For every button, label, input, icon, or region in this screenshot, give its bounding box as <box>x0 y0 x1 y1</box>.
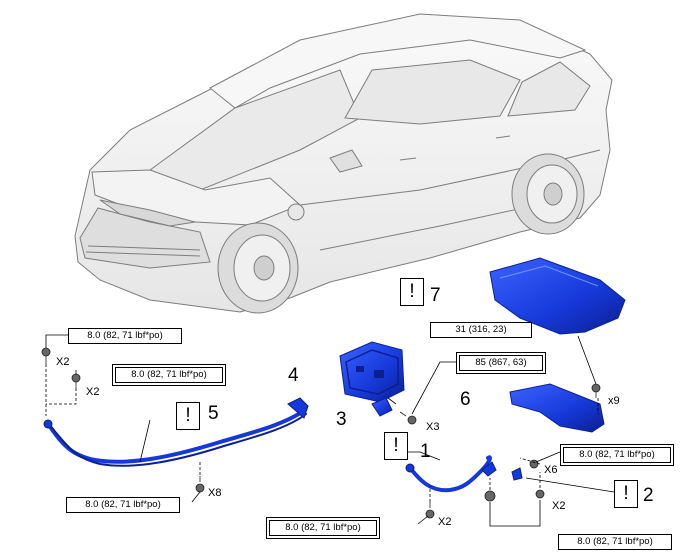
bolt-icon <box>535 489 545 499</box>
car-front-wheel <box>217 222 299 314</box>
bolts <box>41 347 601 519</box>
torque-value: 8.0 (82, 71 lbf*po) <box>85 499 161 511</box>
torque-box-6: 8.0 (82, 71 lbf*po) <box>560 444 674 466</box>
part-7-shape <box>489 257 626 335</box>
caution-icon: ! <box>400 278 424 306</box>
torque-box-5: 8.0 (82, 71 lbf*po) <box>66 497 180 513</box>
vehicle-illustration <box>74 13 613 314</box>
qty-label: X2 <box>56 356 70 368</box>
torque-value: 8.0 (82, 71 lbf*po) <box>131 369 207 381</box>
bolt-icon <box>195 476 205 493</box>
part-number-1: 1 <box>420 441 431 462</box>
car-side-window <box>344 59 521 125</box>
caution-icon: ! <box>176 402 200 430</box>
torque-value: 8.0 (82, 71 lbf*po) <box>577 536 653 548</box>
caution-icon: ! <box>614 480 638 508</box>
qty-label: X8 <box>208 487 222 499</box>
torque-box-7: 8.0 (82, 71 lbf*po) <box>266 517 380 539</box>
part-1-shape <box>405 455 497 493</box>
bolt-icon <box>71 373 81 388</box>
part-number-5: 5 <box>208 403 219 424</box>
qty-label: x9 <box>608 395 620 407</box>
torque-value: 85 (867, 63) <box>475 357 527 369</box>
torque-value: 8.0 (82, 71 lbf*po) <box>285 522 361 534</box>
part-number-3: 3 <box>336 409 347 430</box>
qty-label: X2 <box>552 500 566 512</box>
caution-icon: ! <box>384 432 408 460</box>
torque-box-1: 8.0 (82, 71 lbf*po) <box>68 328 182 344</box>
torque-box-8: 8.0 (82, 71 lbf*po) <box>558 534 672 550</box>
bolt-icon <box>591 383 601 398</box>
car-rear-window <box>507 61 591 117</box>
part-number-2: 2 <box>643 485 654 506</box>
torque-value: 8.0 (82, 71 lbf*po) <box>579 449 655 461</box>
car-roof <box>209 13 587 109</box>
part-3-shape <box>371 397 393 417</box>
qty-label: X6 <box>544 464 558 476</box>
bolt-icon <box>41 347 51 364</box>
car-rear-wheel <box>511 153 585 235</box>
leader-lines <box>45 334 615 527</box>
car-headlight <box>99 199 196 227</box>
qty-label: X3 <box>426 421 440 433</box>
bolt-icon <box>529 459 539 469</box>
torque-box-2: 8.0 (82, 71 lbf*po) <box>112 364 226 386</box>
car-mirror <box>329 149 363 173</box>
part-4-shape <box>339 341 405 403</box>
part-number-7: 7 <box>430 285 441 306</box>
part-number-6: 6 <box>460 389 471 410</box>
part-number-4: 4 <box>288 365 299 386</box>
torque-box-4: 31 (316, 23) <box>430 322 532 338</box>
part-5-shape <box>43 397 309 467</box>
part-6-shape <box>509 383 605 433</box>
torque-value: 8.0 (82, 71 lbf*po) <box>87 330 163 342</box>
bolt-icon <box>484 490 496 502</box>
part-2-shape <box>511 467 523 481</box>
bolt-icon <box>399 411 417 425</box>
qty-label: X2 <box>438 516 452 528</box>
qty-label: X2 <box>86 386 100 398</box>
bolt-icon <box>425 502 435 519</box>
torque-value: 31 (316, 23) <box>455 324 507 336</box>
torque-box-3: 85 (867, 63) <box>456 352 546 374</box>
